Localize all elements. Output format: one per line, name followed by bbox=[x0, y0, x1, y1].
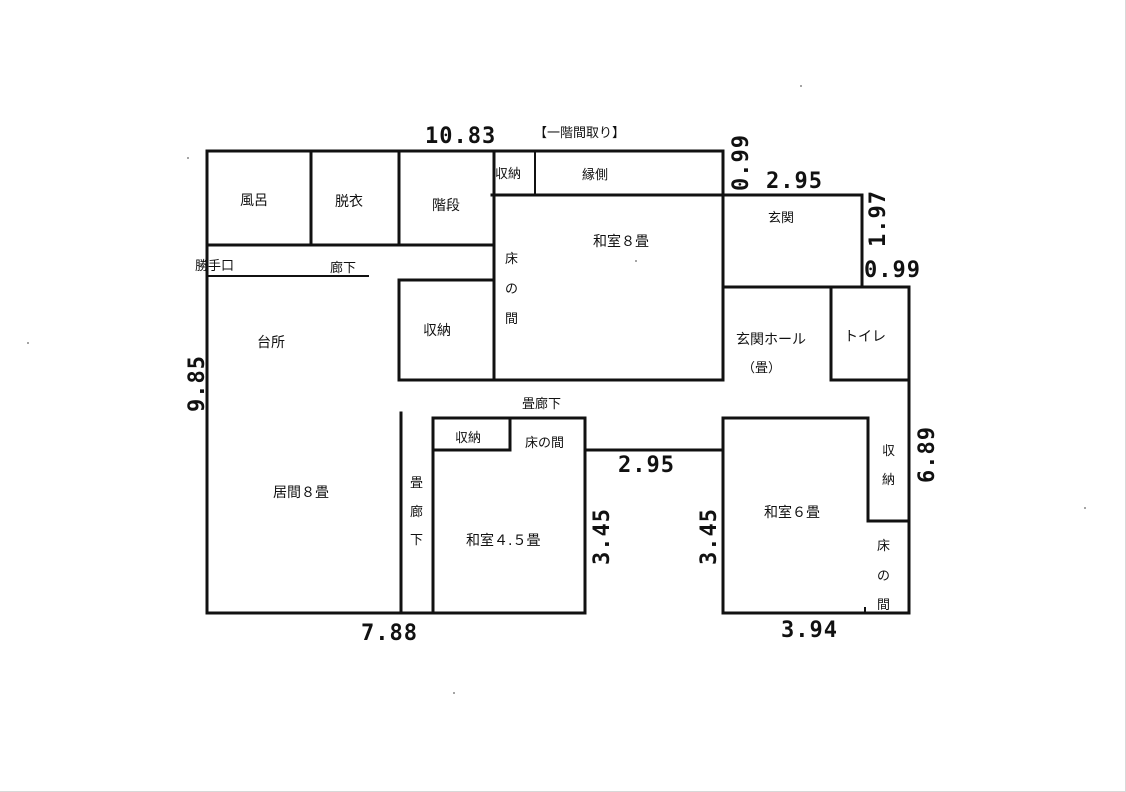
dim-top-width: 10.83 bbox=[425, 124, 496, 149]
room-bath: 風呂 bbox=[240, 193, 268, 209]
room-entrance: 玄関 bbox=[768, 211, 794, 226]
speck bbox=[800, 85, 802, 87]
speck bbox=[1084, 507, 1086, 509]
dim-room45-height: 3.45 bbox=[590, 508, 615, 565]
room-living-8: 居間８畳 bbox=[273, 485, 329, 501]
room-tokonoma-v3: 間 bbox=[505, 312, 518, 327]
dim-middle-gap: 2.95 bbox=[618, 453, 675, 478]
dim-entrance-width: 2.95 bbox=[766, 169, 823, 194]
room-corridor: 廊下 bbox=[330, 260, 356, 276]
dim-entrance-depth: 1.97 bbox=[866, 190, 891, 247]
room-storage-top: 収納 bbox=[495, 167, 521, 182]
room-toilet: トイレ bbox=[844, 329, 886, 345]
room-service-door: 勝手口 bbox=[195, 259, 234, 274]
room-tatami-corridor-v2: 廊 bbox=[410, 504, 423, 520]
speck bbox=[453, 692, 455, 694]
room-storage-mid: 収納 bbox=[423, 323, 451, 339]
room-entrance-hall-note: （畳） bbox=[742, 361, 781, 376]
room-engawa: 縁側 bbox=[582, 167, 608, 183]
room-tatami-corridor: 畳廊下 bbox=[522, 396, 561, 412]
room-tokonoma-r1: 床 bbox=[877, 539, 890, 554]
room-storage-small: 収納 bbox=[455, 431, 481, 446]
dim-notch-depth: 0.99 bbox=[729, 134, 754, 191]
room-washitsu-45: 和室４.５畳 bbox=[466, 532, 540, 549]
room-kitchen: 台所 bbox=[257, 335, 285, 351]
room-tokonoma-h: 床の間 bbox=[525, 436, 564, 451]
room-tokonoma-r3: 間 bbox=[877, 598, 890, 613]
room-tokonoma-v1: 床 bbox=[505, 252, 518, 267]
speck bbox=[187, 157, 189, 159]
dim-right-height: 6.89 bbox=[915, 426, 940, 483]
speck bbox=[635, 260, 637, 262]
room-tatami-corridor-v1: 畳 bbox=[410, 476, 423, 491]
walls bbox=[205, 149, 911, 615]
dim-bottom-left: 7.88 bbox=[361, 621, 418, 646]
dim-room6-height: 3.45 bbox=[697, 508, 722, 565]
room-storage-right-1: 収 bbox=[882, 444, 895, 459]
dim-hall-step: 0.99 bbox=[864, 258, 921, 283]
speck bbox=[27, 342, 29, 344]
room-dressing: 脱衣 bbox=[335, 194, 363, 210]
room-tatami-corridor-v3: 下 bbox=[410, 533, 423, 548]
dimension-labels: 10.83 0.99 2.95 1.97 0.99 9.85 6.89 2.95… bbox=[185, 124, 940, 646]
room-labels: 風呂 脱衣 階段 収納 縁側 玄関 勝手口 廊下 床 の 間 和室８畳 台所 収… bbox=[195, 167, 895, 613]
room-tokonoma-v2: の bbox=[505, 282, 518, 297]
dim-bottom-right: 3.94 bbox=[781, 618, 838, 643]
room-storage-right-2: 納 bbox=[882, 473, 895, 488]
room-entrance-hall: 玄関ホール bbox=[736, 331, 806, 348]
room-washitsu-8: 和室８畳 bbox=[593, 233, 649, 250]
dim-left-height: 9.85 bbox=[185, 355, 210, 412]
scan-specks bbox=[27, 85, 1086, 694]
room-tokonoma-r2: の bbox=[877, 569, 890, 584]
room-stairs: 階段 bbox=[432, 198, 460, 214]
room-washitsu-6: 和室６畳 bbox=[764, 504, 820, 521]
plan-title: 【一階間取り】 bbox=[534, 126, 625, 141]
